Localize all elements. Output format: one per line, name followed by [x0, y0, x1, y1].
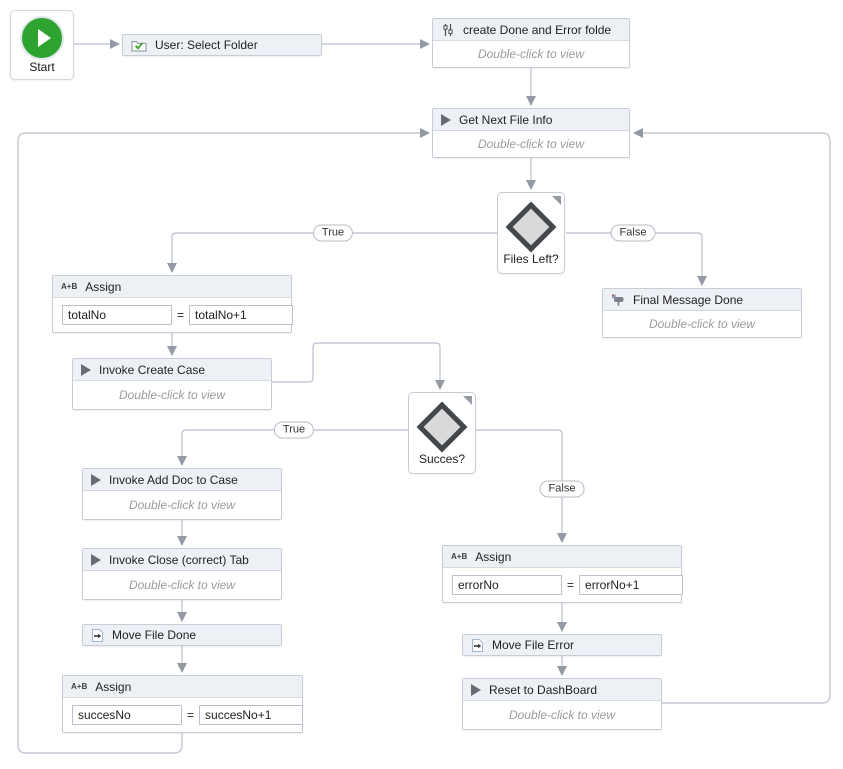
- activity-assign-error[interactable]: A+B Assign =: [442, 545, 684, 603]
- assign-value-field[interactable]: [579, 575, 684, 595]
- activity-move-file-done[interactable]: Move File Done: [82, 624, 282, 646]
- move-file-icon: [471, 638, 484, 652]
- connector-succes-false: [476, 429, 567, 543]
- collapse-corner-icon: [463, 396, 472, 405]
- decision-succes[interactable]: Succes?: [408, 392, 476, 474]
- start-label: Start: [29, 60, 55, 74]
- activity-title: Assign: [85, 279, 122, 294]
- play-icon: [91, 553, 101, 566]
- play-icon: [471, 683, 481, 696]
- activity-reset-dashboard[interactable]: Reset to DashBoard Double-click to view: [462, 678, 662, 730]
- branch-label-true: True: [273, 421, 315, 439]
- activity-title: Get Next File Info: [459, 112, 553, 127]
- assign-ab-icon: A+B: [61, 282, 78, 291]
- activity-collapsed-hint[interactable]: Double-click to view: [603, 311, 801, 337]
- activity-title: Assign: [95, 679, 132, 694]
- assign-ab-icon: A+B: [451, 552, 468, 561]
- assign-ab-icon: A+B: [71, 682, 88, 691]
- play-triangle-icon: [38, 29, 51, 47]
- folder-check-icon: [131, 39, 147, 52]
- connector-loop-right-to-get-next: [633, 128, 831, 704]
- activity-title: Move File Error: [492, 638, 575, 652]
- activity-title: User: Select Folder: [155, 38, 258, 52]
- branch-label-false: False: [539, 480, 585, 498]
- activity-invoke-add-doc[interactable]: Invoke Add Doc to Case Double-click to v…: [82, 468, 282, 520]
- decision-files-left[interactable]: Files Left?: [497, 192, 565, 274]
- activity-select-folder[interactable]: User: Select Folder: [122, 34, 322, 56]
- assign-to-field[interactable]: [72, 705, 182, 725]
- connector-files-left-false: [566, 232, 707, 286]
- assign-to-field[interactable]: [62, 305, 172, 325]
- decision-label: Succes?: [418, 452, 466, 466]
- play-icon: [441, 113, 451, 126]
- mailbox-icon: [611, 293, 625, 306]
- connector-succes-true: [177, 429, 408, 466]
- activity-title: Invoke Close (correct) Tab: [109, 552, 249, 567]
- play-icon: [81, 363, 91, 376]
- start-node[interactable]: Start: [10, 10, 74, 80]
- activity-collapsed-hint[interactable]: Double-click to view: [83, 571, 281, 599]
- activity-invoke-close-tab[interactable]: Invoke Close (correct) Tab Double-click …: [82, 548, 282, 600]
- activity-title: Invoke Add Doc to Case: [109, 472, 238, 487]
- activity-invoke-create-case[interactable]: Invoke Create Case Double-click to view: [72, 358, 272, 410]
- decision-diamond-icon: [505, 201, 557, 253]
- collapse-corner-icon: [552, 196, 561, 205]
- activity-final-message[interactable]: Final Message Done Double-click to view: [602, 288, 802, 338]
- assign-value-field[interactable]: [199, 705, 304, 725]
- connector-loop-left-to-get-next: [17, 128, 430, 754]
- activity-title: create Done and Error folde: [463, 22, 612, 37]
- decision-label: Files Left?: [503, 252, 559, 266]
- activity-collapsed-hint[interactable]: Double-click to view: [463, 701, 661, 729]
- move-file-icon: [91, 628, 104, 642]
- activity-title: Assign: [475, 549, 512, 564]
- sliders-icon: [441, 23, 455, 37]
- decision-diamond-icon: [416, 401, 468, 453]
- start-play-icon: [20, 16, 64, 60]
- activity-title: Move File Done: [112, 628, 197, 642]
- play-icon: [91, 473, 101, 486]
- equals-sign: =: [177, 308, 185, 322]
- activity-assign-total[interactable]: A+B Assign =: [52, 275, 294, 333]
- activity-create-folders[interactable]: create Done and Error folde Double-click…: [432, 18, 630, 68]
- activity-title: Final Message Done: [633, 292, 744, 307]
- branch-label-false: False: [610, 224, 656, 242]
- equals-sign: =: [567, 578, 575, 592]
- assign-value-field[interactable]: [189, 305, 294, 325]
- activity-collapsed-hint[interactable]: Double-click to view: [73, 381, 271, 409]
- activity-collapsed-hint[interactable]: Double-click to view: [433, 41, 629, 67]
- activity-collapsed-hint[interactable]: Double-click to view: [433, 131, 629, 157]
- equals-sign: =: [187, 708, 195, 722]
- activity-title: Reset to DashBoard: [489, 682, 598, 697]
- branch-label-true: True: [312, 224, 354, 242]
- activity-get-next-file[interactable]: Get Next File Info Double-click to view: [432, 108, 630, 158]
- activity-collapsed-hint[interactable]: Double-click to view: [83, 491, 281, 519]
- connector-invoke-create-to-succes: [272, 342, 445, 390]
- activity-assign-succes[interactable]: A+B Assign =: [62, 675, 304, 733]
- activity-move-file-error[interactable]: Move File Error: [462, 634, 662, 656]
- connector-files-left-true: [167, 232, 497, 273]
- activity-title: Invoke Create Case: [99, 362, 206, 377]
- assign-to-field[interactable]: [452, 575, 562, 595]
